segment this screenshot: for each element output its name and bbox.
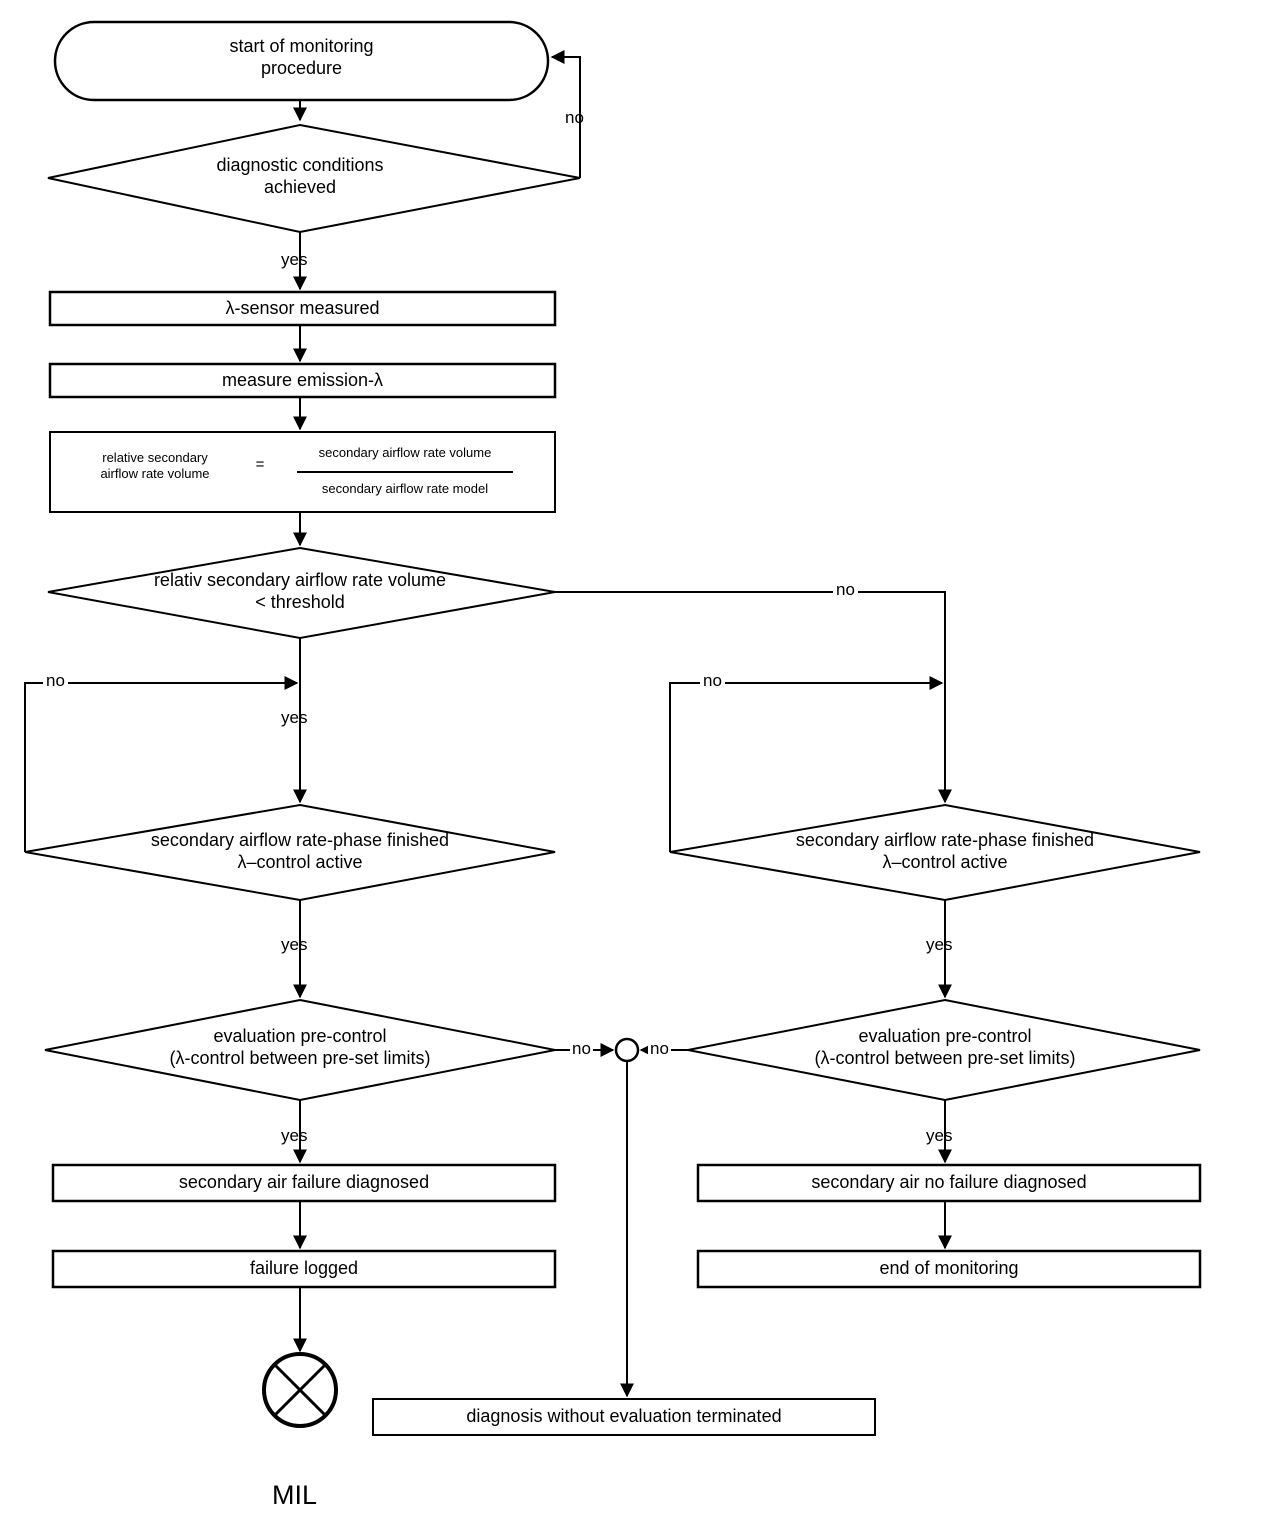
edge-label-no-start-loop: no xyxy=(565,108,584,127)
formula-denominator-label: secondary airflow rate model xyxy=(321,481,489,496)
lambda-sensor-shape xyxy=(48,290,557,327)
phase-finished-left-shape xyxy=(24,803,556,902)
start-shape xyxy=(53,20,550,102)
failure-diagnosed-shape xyxy=(51,1163,557,1203)
edge-label-no-threshold-right: no xyxy=(833,580,858,600)
edge-label-yes-eval-right: yes xyxy=(926,1126,953,1145)
failure-logged-shape xyxy=(51,1249,557,1289)
measure-emission-shape xyxy=(48,362,557,399)
edge-label-yes-threshold: yes xyxy=(281,708,308,727)
mil-cross-line-b xyxy=(272,1362,328,1418)
edge-label-yes-diagnostic: yes xyxy=(281,250,308,269)
edge-label-no-right-loop: no xyxy=(700,671,725,691)
phase-finished-right-shape xyxy=(669,803,1201,902)
edge-label-no-left-loop: no xyxy=(43,671,68,691)
diagnostic-conditions-shape xyxy=(47,123,581,234)
edge-label-yes-eval-left: yes xyxy=(281,1126,308,1145)
formula-numerator-label: secondary airflow rate volume xyxy=(318,445,492,460)
edge-phase-left-no-loop xyxy=(24,676,299,852)
edge-label-no-eval-right: no xyxy=(648,1039,671,1059)
junction-connector-shape xyxy=(614,1037,640,1063)
threshold-decision-shape xyxy=(47,546,556,640)
evaluation-right-shape xyxy=(687,998,1201,1102)
evaluation-left-shape xyxy=(44,998,556,1102)
edge-label-no-eval-left: no xyxy=(570,1039,593,1059)
end-of-monitoring-shape xyxy=(696,1249,1202,1289)
mil-label: MIL xyxy=(272,1480,318,1510)
edge-threshold-no-right xyxy=(555,591,952,804)
edge-phase-right-no-loop xyxy=(669,676,944,852)
diagnosis-terminated-shape xyxy=(372,1398,876,1436)
formula-shape xyxy=(49,431,556,513)
edge-label-yes-phase-left: yes xyxy=(281,935,308,954)
no-failure-diagnosed-shape xyxy=(696,1163,1202,1203)
edge-label-yes-phase-right: yes xyxy=(926,935,953,954)
edge-diagnostic-no-loop xyxy=(550,50,581,178)
